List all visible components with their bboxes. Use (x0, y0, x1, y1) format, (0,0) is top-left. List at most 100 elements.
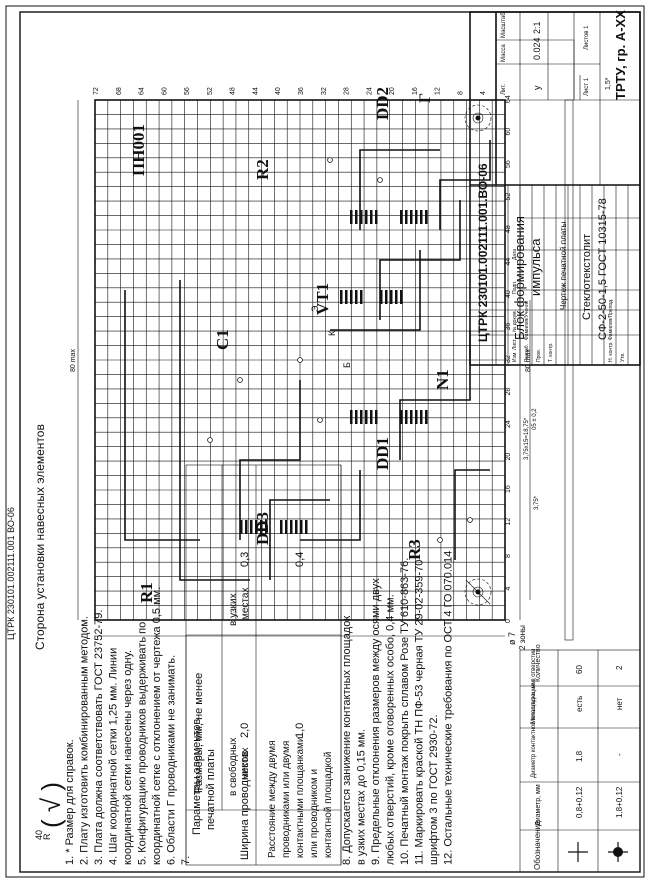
label-vt1: VT1 (313, 283, 332, 315)
tb-material-1: Стеклотекстолит (581, 234, 593, 320)
chip-pad (415, 210, 418, 224)
tb-sheets: Листов 1 (584, 25, 590, 50)
y-tick-label: 8 (457, 91, 464, 95)
x-tick-label: 32 (505, 355, 512, 363)
note-line: 12. Остальные технические требования по … (443, 551, 455, 865)
via-pad (327, 157, 333, 163)
ht-h-mark: Обозначение (533, 820, 542, 870)
note-line: координатной сетке с отклонением от черт… (151, 587, 163, 865)
via-pad (297, 357, 303, 363)
tb-col-sign: Подп. (512, 281, 518, 294)
y-tick-label: 52 (207, 87, 214, 95)
tb-name-2: импульса (528, 238, 543, 296)
tb-scale-value: 2:1 (532, 21, 542, 34)
via-pad (467, 517, 473, 523)
view-letter-g: Г (417, 93, 434, 103)
x-tick-label: 60 (505, 128, 512, 136)
chip-pad (400, 410, 403, 424)
dim-pitch-small: 3,75* (534, 495, 540, 510)
via-pad (377, 177, 383, 183)
x-tick-label: 40 (505, 290, 512, 298)
label-dd2: DD2 (373, 87, 392, 120)
chip-pad (240, 520, 243, 534)
label-dd3: DD3 (253, 512, 272, 545)
mounting-hole-bottom-left (464, 578, 492, 606)
chip-pad (415, 410, 418, 424)
dim-pitch-long: 3,75х15=18,75* (524, 417, 530, 460)
x-tick-label: 4 (505, 587, 512, 591)
tb-lit-label: Лит. (501, 84, 507, 95)
technical-notes-continued: 8. Допускается занижение контактных площ… (341, 551, 455, 865)
pcb-track (359, 149, 440, 230)
tb-org: ТРТУ, гр. А-XX (613, 10, 628, 100)
note-line: 11. Маркировать краской ТН ПФ-53 черная … (414, 560, 426, 865)
ht-icon-row1 (568, 842, 588, 862)
chip-pad (380, 290, 383, 304)
note-line: 4. Шаг координатной сетки 1,25 мм. Линии (108, 648, 120, 865)
dim-tolerance: 05 ± 0,2 (532, 408, 538, 430)
chip-pad (375, 410, 378, 424)
x-tick-label: 20 (505, 453, 512, 461)
chip-pad (405, 210, 408, 224)
chip-pad (300, 520, 303, 534)
y-tick-label: 40 (275, 87, 282, 95)
marker-e: Э (310, 305, 320, 312)
t7-row2-param-4: или проводником и (309, 769, 320, 858)
t7-header-sizes: Размеры, мм, не менее (193, 673, 205, 793)
chip-pad (340, 290, 343, 304)
ht-r1-qty: 60 (575, 665, 584, 674)
ht-r2-pad: - (615, 753, 624, 756)
y-tick-label: 48 (230, 87, 237, 95)
ht-r1-metal: есть (575, 696, 584, 712)
y-tick-label: 20 (389, 87, 396, 95)
chip-pad (370, 210, 373, 224)
chip-pad (400, 290, 403, 304)
tb-lit-value: у (532, 85, 542, 90)
x-tick-label: 48 (505, 225, 512, 233)
dim-width: 80 max (70, 349, 77, 372)
tb-mass-label: Масса (501, 44, 507, 62)
pcb-track (124, 290, 200, 541)
chip-pad (350, 290, 353, 304)
pcb-track (439, 140, 491, 230)
tb-doc-type: Чертеж печатной платы (559, 221, 568, 310)
t7-sub-free-2: местах (240, 748, 251, 780)
chip-pad (375, 210, 378, 224)
x-tick-label: 12 (505, 518, 512, 526)
note-line: в узких местах до 0,15 мм. (356, 729, 368, 865)
chip-pad (285, 520, 288, 534)
chip-pad (355, 210, 358, 224)
roughness-ra: R (42, 833, 52, 840)
note-line: 1. * Размер для справок. (64, 739, 76, 865)
note-line: 5. Конфигурацию проводников выдерживать … (137, 622, 149, 865)
t7-row2-param-3: контактными площанками (295, 737, 306, 858)
x-tick-label: 36 (505, 323, 512, 331)
y-tick-label: 44 (252, 87, 259, 95)
technical-notes: 1. * Размер для справок.2. Плату изготов… (64, 587, 192, 865)
side-label: Сторона установки навесных элементов (33, 424, 47, 650)
note-line: 9. Предельные отклонения размеров между … (370, 578, 382, 865)
chip-pad (420, 410, 423, 424)
chip-pad (360, 410, 363, 424)
label-dd1: DD1 (373, 437, 392, 470)
tb-doc-code: ЦТРК 230101.002111.001.ВО-06 (476, 163, 490, 342)
y-tick-label: 28 (344, 87, 351, 95)
chip-pad (250, 520, 253, 534)
chip-pad (420, 210, 423, 224)
y-tick-label: 56 (184, 87, 191, 95)
label-c1: C1 (213, 329, 232, 350)
pcb-track (269, 499, 330, 580)
chip-pad (350, 210, 353, 224)
pcb-track (239, 380, 301, 540)
tb-role-check: Пров. (536, 349, 542, 362)
mounting-hole-top-left (464, 104, 492, 132)
chip-pad (400, 210, 403, 224)
y-tick-label: 64 (139, 87, 146, 95)
chip-pad (425, 410, 428, 424)
tb-role-approve: Утв. (620, 352, 626, 362)
chip-pad (390, 290, 393, 304)
note-line: любых отверстий, кроме оговоренных особо… (385, 594, 397, 865)
tb-material-2: СФ-2-50-1,5 ГОСТ 10315-78 (597, 198, 609, 340)
